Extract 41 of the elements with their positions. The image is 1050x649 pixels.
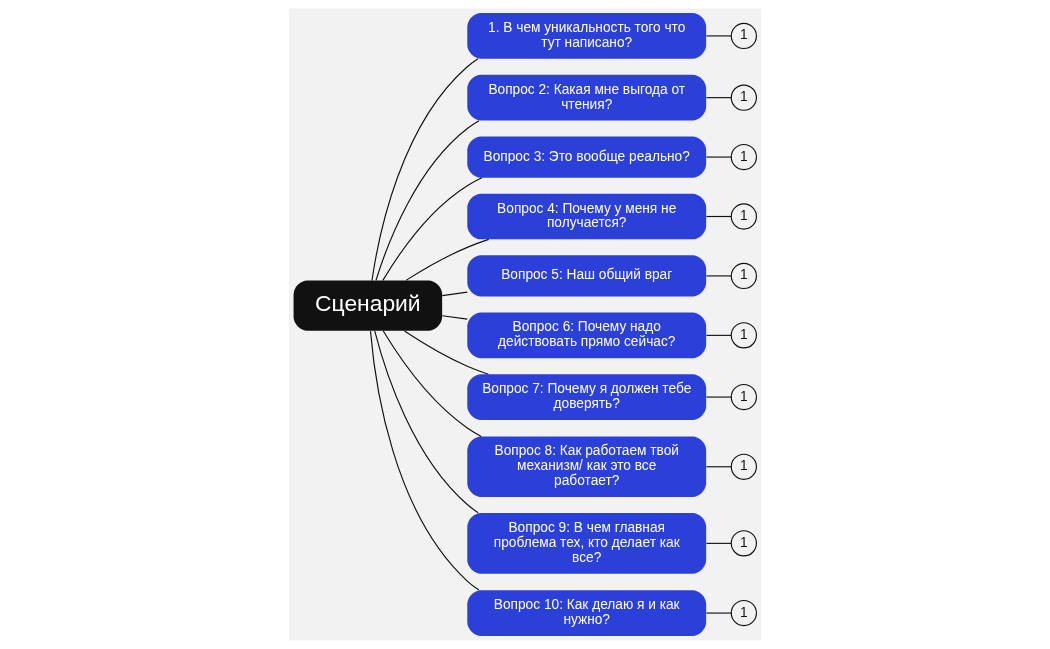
connector [705,542,732,544]
connector [705,275,732,277]
connector [705,334,732,336]
node-circle: 1 [730,322,757,349]
node-circle: 1 [730,22,757,50]
node-box: Вопрос 6: Почему надо действовать прямо сейчас? [467,312,707,359]
connector [382,177,483,281]
connector [403,330,489,375]
node-circle: 1 [730,453,757,480]
connector [705,612,732,614]
node-box: Вопрос 8: Как работаем твой механизм/ как это все работает? [467,436,707,498]
connector [371,58,479,282]
connector [705,97,732,99]
node-circle: 1 [730,262,757,290]
node-box: Сценарий [293,280,443,331]
connector [705,466,732,468]
node-box: 1. В чем уникальность того что тут написано? [467,13,707,59]
connector [374,330,479,514]
node-box: Вопрос 4: Почему у меня не получается? [467,193,707,240]
connector [705,35,732,37]
node-box: Вопрос 9: В чем главная проблема тех, кто делает как все? [467,513,707,574]
node-box: Вопрос 10: Как делаю я и как нужно? [467,590,707,636]
node-box: Вопрос 3: Это вообще реально? [467,136,707,178]
node-circle: 1 [730,383,757,411]
connector [705,215,732,218]
connector [375,120,480,281]
node-box: Вопрос 7: Почему я должен тебе доверять? [467,374,707,420]
node-circle: 1 [730,530,757,557]
node-box: Вопрос 2: Какая мне выгода от чтения? [467,74,707,121]
node-circle: 1 [730,84,757,111]
connector [705,396,732,398]
node-circle: 1 [730,203,757,230]
node-circle: 1 [730,143,757,171]
node-circle: 1 [730,599,757,627]
connector [369,330,480,591]
node-box: Вопрос 5: Наш общий враг [467,255,707,297]
connector [705,156,732,158]
connector [382,330,482,438]
connector [405,238,490,281]
connector [441,291,468,297]
connector [441,315,468,320]
